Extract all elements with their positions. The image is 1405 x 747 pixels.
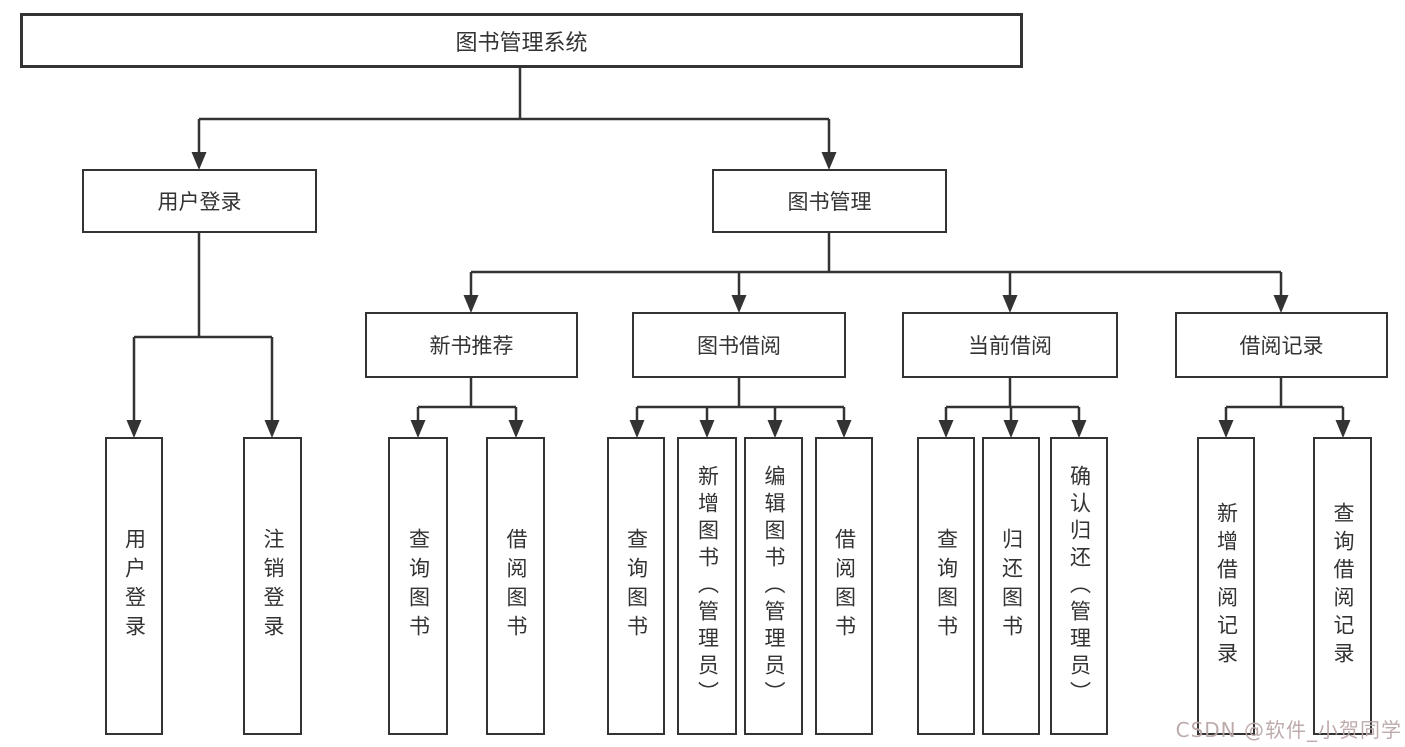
arrowhead xyxy=(508,420,524,438)
leaf-edit-books-admin: 编辑图书（管理员） xyxy=(744,437,803,735)
node-current-borrowing: 当前借阅 xyxy=(902,312,1118,378)
arrowhead xyxy=(1071,420,1087,438)
edge-current-borrow-children xyxy=(938,378,1087,438)
leaf-confirm-return-admin: 确认归还（管理员） xyxy=(1050,437,1108,735)
arrowhead xyxy=(1335,420,1351,438)
leaf-query-books-recommend: 查询图书 xyxy=(388,437,448,735)
node-book-management: 图书管理 xyxy=(712,169,947,233)
arrowhead xyxy=(410,420,426,438)
leaf-return-books: 归还图书 xyxy=(982,437,1040,735)
arrowhead xyxy=(1273,295,1289,313)
node-library-management-system: 图书管理系统 xyxy=(20,13,1023,68)
node-user-login: 用户登录 xyxy=(82,169,317,233)
arrowhead xyxy=(1003,420,1019,438)
arrowhead xyxy=(699,420,715,438)
edge-user-login-children xyxy=(126,233,280,438)
arrowhead xyxy=(821,152,837,170)
edge-root-to-level2 xyxy=(191,68,837,170)
arrowhead xyxy=(264,420,280,438)
leaf-add-borrow-record: 新增借阅记录 xyxy=(1197,437,1255,735)
csdn-watermark: CSDN @软件_小贺同学 xyxy=(1175,718,1402,742)
edge-book-borrow-children xyxy=(629,378,852,438)
edge-book-mgmt-children xyxy=(463,233,1289,313)
arrowhead xyxy=(463,295,479,313)
arrowhead xyxy=(836,420,852,438)
node-book-borrowing: 图书借阅 xyxy=(632,312,846,378)
node-new-book-recommendation: 新书推荐 xyxy=(365,312,578,378)
arrowhead xyxy=(938,420,954,438)
leaf-borrow-books-borrowing: 借阅图书 xyxy=(815,437,873,735)
arrowhead xyxy=(767,420,783,438)
leaf-query-books-borrowing: 查询图书 xyxy=(607,437,665,735)
leaf-user-login: 用户登录 xyxy=(105,437,163,735)
leaf-borrow-books-recommend: 借阅图书 xyxy=(486,437,545,735)
leaf-add-books-admin: 新增图书（管理员） xyxy=(677,437,737,735)
arrowhead xyxy=(191,152,207,170)
leaf-logout: 注销登录 xyxy=(243,437,302,735)
arrowhead xyxy=(126,420,142,438)
arrowhead xyxy=(731,295,747,313)
leaf-query-borrow-record: 查询借阅记录 xyxy=(1313,437,1372,735)
edge-new-book-rec-children xyxy=(410,378,524,438)
arrowhead xyxy=(629,420,645,438)
edge-borrow-record-children xyxy=(1218,378,1351,438)
node-borrowing-records: 借阅记录 xyxy=(1175,312,1388,378)
arrowhead xyxy=(1002,295,1018,313)
leaf-query-books-current: 查询图书 xyxy=(917,437,975,735)
arrowhead xyxy=(1218,420,1234,438)
